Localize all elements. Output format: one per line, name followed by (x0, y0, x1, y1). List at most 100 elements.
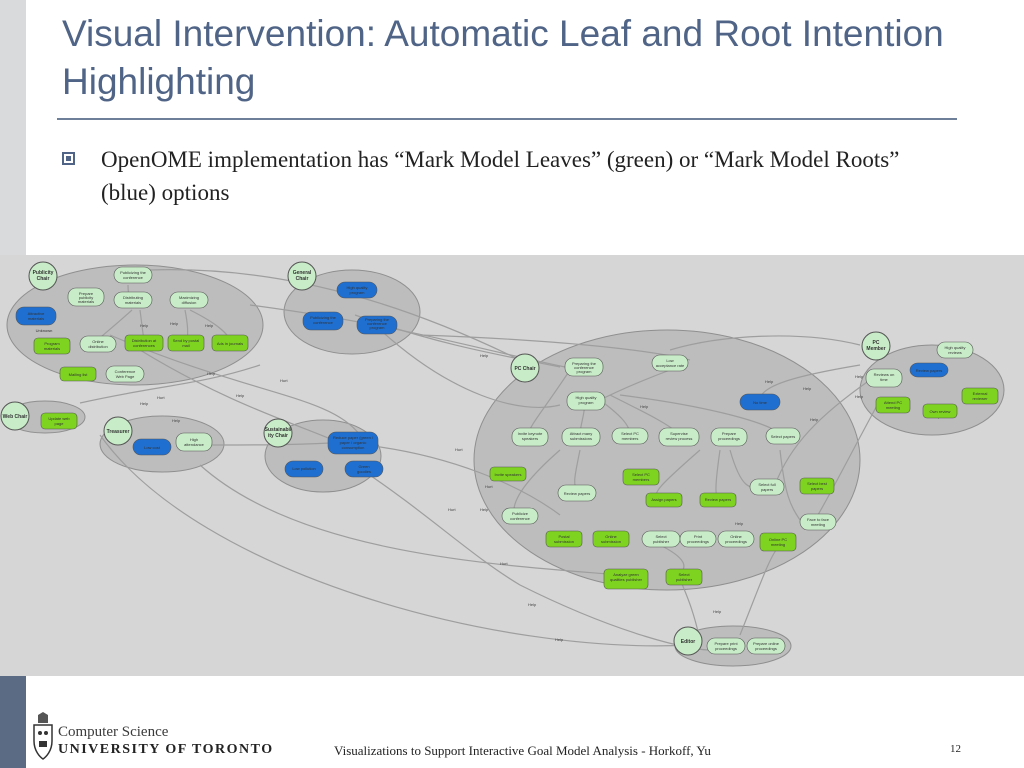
link (109, 334, 361, 436)
element-label: publisher (653, 539, 670, 544)
actor-label: Treasurer (107, 429, 130, 435)
element-label: materials (78, 299, 94, 304)
element-label: Mailing list (69, 372, 89, 377)
link-label-help: Hurt (455, 447, 463, 452)
element-label: Low cost (144, 445, 161, 450)
element-label: consumption (342, 445, 365, 450)
root-element (356, 315, 398, 335)
actor-circles: Publicity Chair General Chair Web Chair … (0, 261, 891, 656)
element-label: conference (510, 516, 531, 521)
leaf-element (592, 530, 630, 548)
leaf-element (211, 334, 249, 352)
element-label: publicity (79, 295, 93, 300)
link (669, 335, 861, 351)
actor-label: General (293, 270, 312, 276)
root-element (284, 460, 324, 478)
element-label: Select (678, 572, 690, 577)
link-label-help: Help (172, 418, 181, 423)
element-label: Select PC (632, 472, 650, 477)
goal-element (511, 427, 549, 447)
goal-model-svg: Help Help Help Help Hurt Help Hurt Help … (0, 261, 1005, 667)
leaf-element (922, 403, 958, 419)
link-label-help: Help (207, 371, 216, 376)
element-label: conference (313, 320, 334, 325)
element-label: Low pollution (292, 466, 315, 471)
element-label: Postal (558, 534, 569, 539)
element-label: Attract many (570, 431, 592, 436)
actor-label: PC (873, 340, 880, 346)
leaf-element (545, 530, 583, 548)
goal-element (679, 530, 717, 548)
element-label: Send by postal (173, 338, 200, 343)
element-label: Attractive (28, 311, 45, 316)
bullet-square-icon (62, 152, 75, 165)
element-label: qualities publisher (610, 577, 643, 582)
element-label: Select papers (771, 434, 795, 439)
element-label: proceedings (725, 539, 747, 544)
link-label-help: Help (236, 393, 245, 398)
actor-web-chair: Web Chair (0, 401, 30, 431)
element-label: Prepare online (753, 641, 780, 646)
element-label: Publicizing the (310, 315, 337, 320)
root-element (336, 281, 378, 299)
element-label: Select PC (621, 431, 639, 436)
goal-element (651, 354, 689, 372)
leaf-element (759, 532, 797, 552)
actor-editor: Editor (673, 626, 703, 656)
link-label-help: Help (855, 374, 864, 379)
link-label-help: Help (765, 379, 774, 384)
element-label: program (577, 369, 593, 374)
actor-boundaries (4, 264, 1005, 667)
element-label: Online (605, 534, 617, 539)
goal-element (79, 335, 117, 353)
element-label: Select (655, 534, 667, 539)
element-label: Prepare (79, 291, 94, 296)
element-label: time (880, 377, 888, 382)
element-label: Web Page (116, 374, 135, 379)
actor-publicity-chair: Publicity Chair (28, 261, 58, 291)
goal-element (169, 291, 209, 309)
element-label: Assign papers (651, 497, 676, 502)
element-label: attendance (184, 442, 205, 447)
link-label-help: Help (735, 521, 744, 526)
element-label: conference (574, 365, 595, 370)
link-label-help: Help (803, 386, 812, 391)
element-label: Own review (930, 409, 951, 414)
link-label-help: Hurt (485, 484, 493, 489)
goal-element (501, 507, 539, 525)
intention-elements (15, 266, 999, 655)
element-label: High quality (945, 345, 966, 350)
goal-element (564, 357, 604, 377)
title-divider (57, 118, 957, 120)
element-label: members (622, 436, 639, 441)
element-label: submission (554, 539, 574, 544)
element-label: Program (44, 341, 60, 346)
link (99, 434, 691, 647)
link-label-help: Hurt (157, 395, 165, 400)
leaf-element (40, 412, 78, 430)
root-element (344, 460, 384, 478)
goal-element (67, 287, 105, 307)
element-label: Select full (758, 482, 775, 487)
goal-element (865, 368, 903, 388)
element-label: program (370, 325, 386, 330)
actor-label: Publicity (33, 270, 54, 276)
element-label: Online (730, 534, 742, 539)
goal-element (765, 427, 801, 445)
actor-label: Member (866, 346, 885, 352)
root-element (909, 362, 949, 378)
leaf-element (33, 337, 71, 355)
link-label-help: Help (555, 637, 564, 642)
element-label: Face to face (807, 517, 830, 522)
element-label: conferences (133, 343, 155, 348)
element-label: Review papers (916, 368, 942, 373)
element-label: materials (44, 346, 60, 351)
element-label: High quality (347, 285, 368, 290)
root-element (132, 438, 172, 456)
leaf-element (124, 334, 164, 352)
link-label-help: Help (140, 401, 149, 406)
element-label: papers (811, 486, 823, 491)
element-label: program (350, 290, 366, 295)
goal-element (936, 341, 974, 359)
link-label-help: Help (480, 507, 489, 512)
